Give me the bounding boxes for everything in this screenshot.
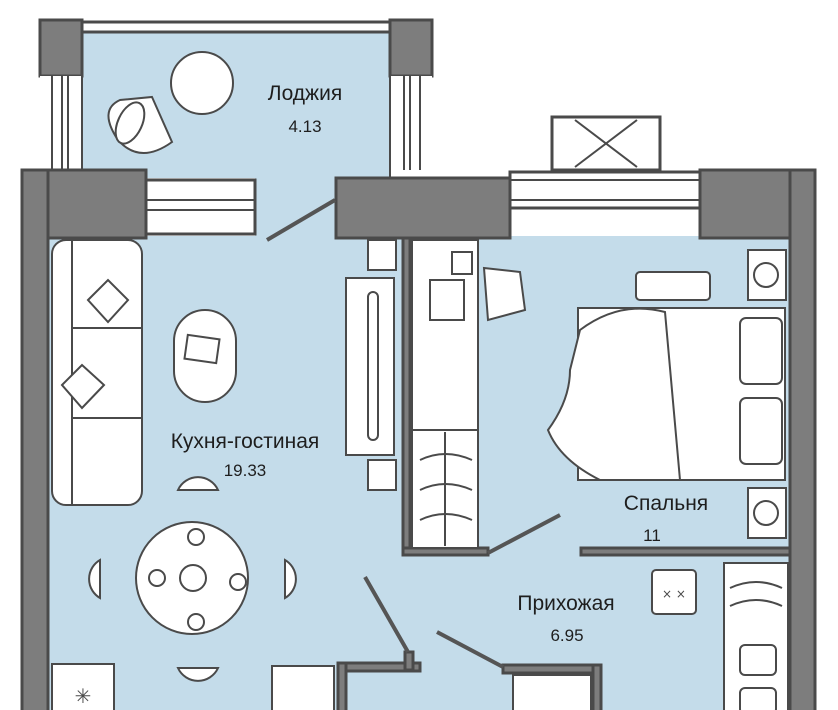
- loggia-side-window-left: [40, 32, 83, 178]
- wall: [591, 663, 603, 710]
- svg-text:× ×: × ×: [662, 587, 686, 601]
- wall: [401, 236, 412, 557]
- chair: [176, 667, 220, 682]
- chair: [176, 476, 220, 491]
- armchair: [107, 95, 174, 154]
- window: [508, 170, 702, 210]
- room-kitchen-living: Кухня-гостиная 19.33: [171, 430, 320, 480]
- fridge: [51, 663, 115, 710]
- wall: [388, 18, 434, 78]
- bathroom-fixture: [512, 674, 592, 710]
- room-name: Лоджия: [268, 82, 342, 105]
- tv-stand: [345, 277, 395, 456]
- wall: [788, 168, 817, 710]
- door[interactable]: [436, 630, 504, 669]
- room-name: Спальня: [624, 492, 708, 515]
- room-name: Прихожая: [517, 592, 614, 615]
- wardrobe: [411, 429, 479, 549]
- loggia-window: [80, 20, 392, 34]
- socket: [367, 239, 397, 271]
- nightstand: [747, 487, 787, 539]
- bed: [546, 307, 786, 481]
- room-name: Кухня-гостиная: [171, 430, 320, 453]
- room-area: 6.95: [550, 626, 583, 645]
- room-area: 4.13: [288, 117, 321, 136]
- room-area: 11: [643, 526, 661, 545]
- door[interactable]: [363, 576, 410, 653]
- ottoman: × ×: [651, 569, 697, 615]
- loggia-side-window-right: [389, 32, 432, 178]
- fridge-icon: ✳: [75, 684, 92, 708]
- desk: [411, 239, 527, 431]
- socket: [367, 459, 397, 491]
- wall: [336, 661, 348, 710]
- room-hallway: Прихожая 6.95: [517, 592, 614, 645]
- wall: [38, 18, 84, 78]
- window: [144, 178, 257, 236]
- ventilation-shaft: [550, 115, 662, 172]
- coffee-table: [173, 309, 237, 403]
- sofa: [51, 239, 143, 506]
- door[interactable]: [487, 513, 561, 555]
- hallway-wardrobe: [723, 562, 789, 710]
- wall: [20, 168, 50, 710]
- room-loggia: Лоджия 4.13: [268, 82, 342, 136]
- wall: [334, 176, 512, 240]
- chair: [88, 558, 101, 600]
- kitchen-counter: [271, 665, 335, 710]
- room-bedroom: Спальня 11: [624, 492, 708, 545]
- wall: [403, 650, 415, 672]
- nightstand: [747, 249, 787, 301]
- chair: [284, 558, 297, 600]
- wall: [579, 546, 792, 557]
- round-table: [170, 51, 234, 115]
- wall: [501, 663, 602, 675]
- door[interactable]: [265, 198, 337, 242]
- dining-table: [135, 521, 249, 635]
- slippers-mat: [635, 271, 711, 301]
- wall: [401, 546, 490, 557]
- room-area: 19.33: [224, 461, 267, 480]
